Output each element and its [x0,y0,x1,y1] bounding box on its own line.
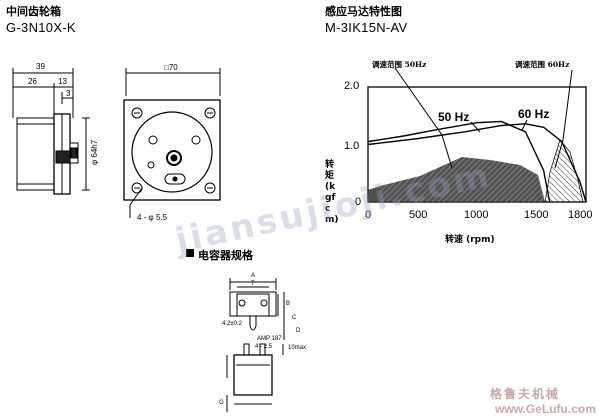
chart-title-cn: 感应马达特性图 [325,5,402,18]
xtick-1000: 1000 [464,209,489,221]
dim-diameter: φ 64h7 [90,139,99,165]
dim-total: 39 [36,62,45,71]
capacitor-title: 电容器规格 [198,249,253,262]
cap-label-amp: AMP 187 [257,336,282,342]
cap-label-a: A [251,273,256,279]
ylabel: 转矩 (kgfcm) [325,160,339,225]
series-line-50hz [367,120,551,203]
footer-url: www.GeLufu.com [495,402,596,416]
cap-label-hole: 4.2±0.2 [222,321,242,327]
motor-model: M-3IK15N-AV [325,20,408,35]
cap-label-b: B [286,301,291,307]
xtick-1800: 1800 [568,209,593,221]
cap-label-t: T [251,281,255,287]
cap-label-len: 10max [288,345,307,351]
xtick-500: 500 [409,209,428,221]
legend-50hz: 调速范围 50Hz [372,60,427,69]
gearbox-model: G-3N10X-K [6,20,76,35]
dim-flange: 13 [58,77,67,86]
xtick-0: 0 [365,209,372,221]
chart-group [367,67,587,203]
dim-body: 26 [28,77,37,86]
dim-shaft: 3 [66,89,71,98]
xtick-1500: 1500 [524,209,549,221]
series-label-50hz: 50 Hz [438,110,470,124]
capacitor-bullet [186,249,194,257]
series-label-60hz: 60 Hz [518,107,550,121]
series-line-60hz [367,123,587,203]
dim-holes: 4 - φ 5.5 [137,213,168,222]
footer-brand: 格鲁夫机械 [490,387,561,401]
ytick-0: 0 [355,196,362,208]
gearbox-title: 中间齿轮箱 [6,5,61,18]
cap-label-g: G [219,400,224,406]
xlabel: 转速 (rpm) [445,235,495,245]
cap-label-d: D [296,328,301,334]
dim-square: □70 [164,63,178,72]
ytick-1: 1.0 [344,140,360,152]
cap-label-slot: 4 - 2.5 [255,344,273,350]
legend-60hz: 调速范围 60Hz [515,60,570,69]
cap-label-c: C [292,315,297,321]
ytick-2: 2.0 [344,80,360,92]
